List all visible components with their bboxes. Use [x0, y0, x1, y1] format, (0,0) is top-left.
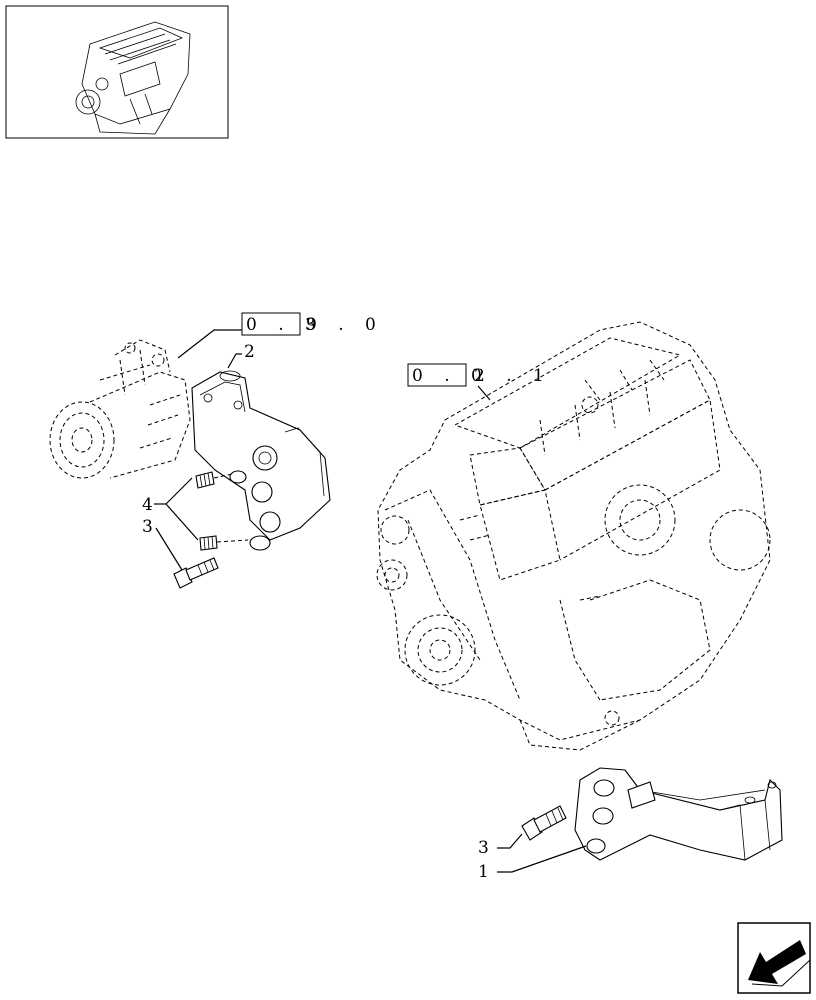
reference-label-039[interactable]: 0 . 3 9 . 0: [241, 312, 384, 336]
previous-page-arrow-icon[interactable]: [737, 922, 811, 994]
reference-rest-text: 9 . 0: [306, 315, 384, 335]
reference-label-021[interactable]: 0 . 0 2 . 1: [407, 363, 552, 387]
stud-part[interactable]: [199, 535, 271, 551]
reference-rest-text: 2 . 1: [474, 366, 552, 386]
reference-boxed-text: 0 . 3: [246, 315, 324, 335]
compressor-bracket-part[interactable]: [191, 370, 331, 541]
reference-boxed-text: 0 . 0: [412, 366, 490, 386]
ac-compressor-drawing: [49, 339, 191, 479]
engine-mounting-bracket-part[interactable]: [574, 767, 783, 861]
engine-thumbnail-icon[interactable]: [5, 5, 229, 139]
callout-3b: 3: [478, 838, 489, 858]
callout-2: 2: [244, 342, 255, 362]
callout-3a: 3: [142, 517, 153, 537]
callout-4: 4: [142, 495, 153, 515]
engine-block-drawing: [376, 321, 771, 751]
bolt-part[interactable]: [173, 557, 219, 589]
bolt-part[interactable]: [521, 805, 567, 841]
stud-part[interactable]: [195, 470, 247, 489]
callout-1: 1: [478, 862, 489, 882]
